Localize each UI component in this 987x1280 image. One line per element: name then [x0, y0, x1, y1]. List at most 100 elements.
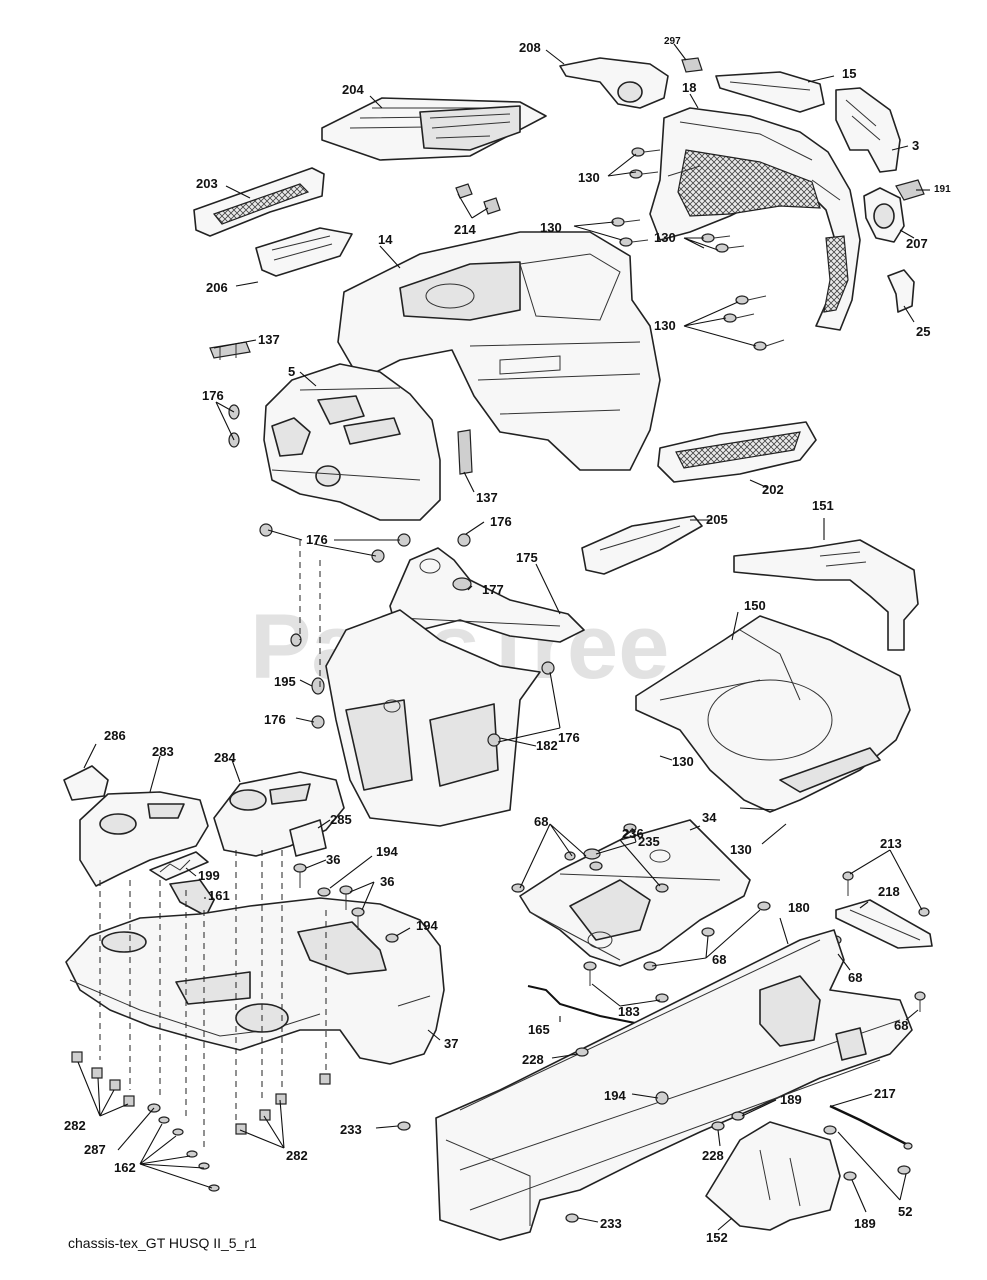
callout-233-b: 233: [600, 1216, 622, 1231]
callout-194-c: 194: [604, 1088, 626, 1103]
callout-208: 208: [519, 40, 541, 55]
fasteners-36-194: [293, 863, 399, 943]
part-152-guard: [705, 1121, 841, 1231]
callout-130-d: 130: [654, 318, 676, 333]
callout-235: 235: [638, 834, 660, 849]
callout-202: 202: [762, 482, 784, 497]
part-34-steering-plate: [519, 819, 751, 967]
callout-228-b: 228: [702, 1148, 724, 1163]
callout-68-c: 68: [848, 970, 862, 985]
part-25-clip: [887, 269, 915, 313]
callout-203: 203: [196, 176, 218, 191]
part-150-deflector-plate: [635, 615, 911, 813]
callout-25: 25: [916, 324, 930, 339]
callout-175: 175: [516, 550, 538, 565]
callout-5: 5: [288, 364, 295, 379]
screws-130-top: [611, 147, 785, 351]
callout-182: 182: [536, 738, 558, 753]
callout-199: 199: [198, 868, 220, 883]
callout-68-d: 68: [894, 1018, 908, 1033]
callout-176-a: 176: [202, 388, 224, 403]
callout-286: 286: [104, 728, 126, 743]
part-207-headlight-housing: [863, 187, 905, 243]
leader-lines: [77, 43, 930, 1231]
part-195-plug: [311, 677, 325, 695]
part-205-trim: [581, 515, 703, 575]
part-191-clip: [895, 179, 925, 201]
callout-236: 236: [622, 826, 644, 841]
alignment-lines: [99, 540, 327, 1150]
callout-165: 165: [528, 1022, 550, 1037]
part-203-dash-grille: [193, 167, 325, 237]
callout-36-b: 36: [380, 874, 394, 889]
part-214-clips: [455, 183, 501, 215]
part-206-vent: [255, 227, 353, 277]
part-151-bracket: [733, 539, 919, 651]
callout-189-a: 189: [780, 1092, 802, 1107]
part-204-hood-top-panel: [321, 97, 547, 161]
callout-150: 150: [744, 598, 766, 613]
part-217-rod: [823, 1104, 913, 1175]
callout-217: 217: [874, 1086, 896, 1101]
part-180-frame: [435, 929, 913, 1241]
callout-287: 287: [84, 1142, 106, 1157]
part-284-right-fender-cover: [213, 771, 345, 857]
callout-176-b: 176: [490, 514, 512, 529]
part-286-clip: [63, 765, 109, 801]
callout-283: 283: [152, 744, 174, 759]
callout-180: 180: [788, 900, 810, 915]
callout-14: 14: [378, 232, 393, 247]
callout-162: 162: [114, 1160, 136, 1175]
callout-68-b: 68: [712, 952, 726, 967]
callout-191: 191: [934, 184, 951, 195]
callout-195: 195: [274, 674, 296, 689]
callout-233-a: 233: [340, 1122, 362, 1137]
callout-206: 206: [206, 280, 228, 295]
callout-130-e: 130: [672, 754, 694, 769]
callout-3: 3: [912, 138, 919, 153]
part-161-deflector: [169, 879, 215, 917]
callout-176-d: 176: [264, 712, 286, 727]
callout-282-b: 282: [286, 1148, 308, 1163]
callout-137-a: 137: [258, 332, 280, 347]
callout-183: 183: [618, 1004, 640, 1019]
part-18-front-grille-bumper: [649, 107, 861, 331]
fasteners-frame-228-194-233: [397, 1047, 857, 1223]
part-283-left-fender-cover: [79, 791, 209, 887]
callout-177: 177: [482, 582, 504, 597]
part-202-front-grille: [657, 421, 817, 483]
part-14-hood: [337, 231, 661, 471]
part-177-bushing: [452, 577, 472, 591]
callout-68-a: 68: [534, 814, 548, 829]
part-285-cover: [289, 819, 327, 857]
callout-176-c: 176: [306, 532, 328, 547]
part-199-bracket: [149, 851, 209, 881]
callout-137-b: 137: [476, 490, 498, 505]
part-297-clip: [681, 57, 703, 73]
callout-213: 213: [880, 836, 902, 851]
callout-130-a: 130: [578, 170, 600, 185]
callout-284: 284: [214, 750, 236, 765]
callout-152: 152: [706, 1230, 728, 1245]
part-37-fender-deck: [65, 897, 445, 1065]
part-5-dash-console: [263, 363, 441, 521]
callout-282-a: 282: [64, 1118, 86, 1133]
callout-130-c: 130: [654, 230, 676, 245]
callout-218: 218: [878, 884, 900, 899]
callout-207: 207: [906, 236, 928, 251]
callout-205: 205: [706, 512, 728, 527]
callout-214: 214: [454, 222, 476, 237]
callout-189-b: 189: [854, 1216, 876, 1231]
part-137-bracket-top: [209, 341, 251, 360]
callout-15: 15: [842, 66, 856, 81]
callout-37: 37: [444, 1036, 458, 1051]
part-182-lower-dash: [325, 609, 541, 827]
callout-297: 297: [664, 36, 681, 47]
diagram-caption: chassis-tex_GT HUSQ II_5_r1: [68, 1235, 257, 1251]
callout-18: 18: [682, 80, 696, 95]
part-15-trim: [715, 71, 825, 113]
callout-194-a: 194: [376, 844, 398, 859]
callout-52: 52: [898, 1204, 912, 1219]
